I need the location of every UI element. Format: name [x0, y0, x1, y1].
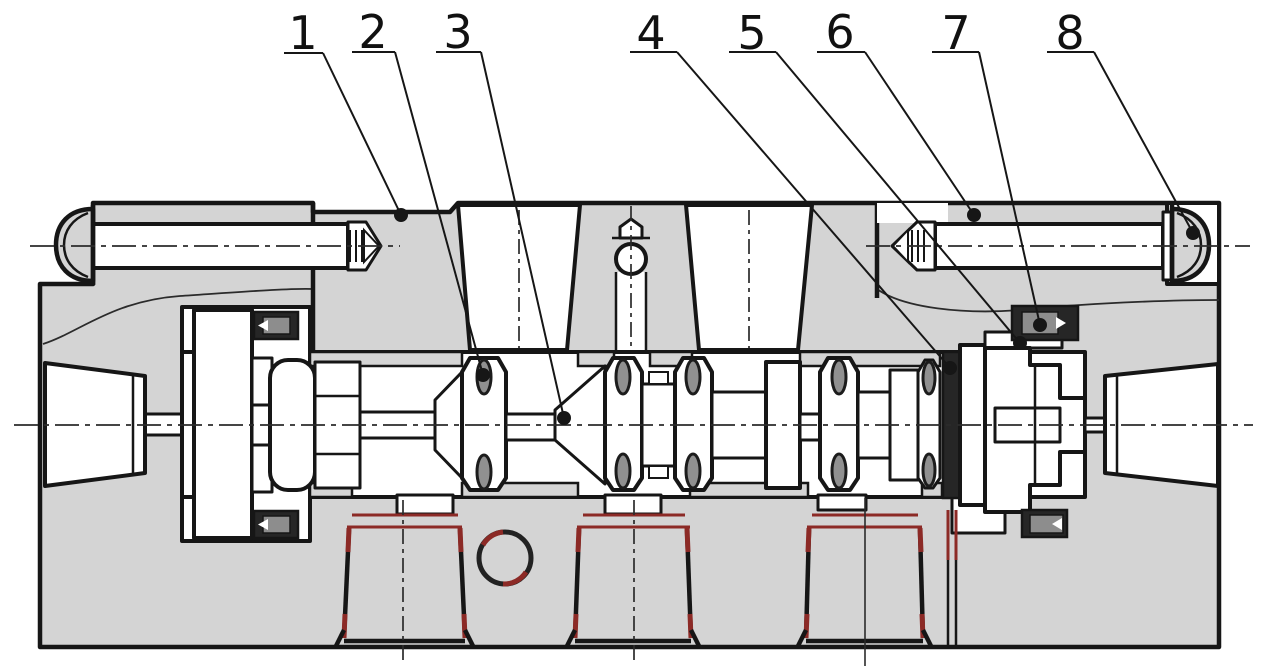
- right-bolt-head: [1169, 206, 1212, 284]
- left-bolt: [30, 205, 400, 285]
- o-ring: [921, 360, 937, 396]
- callout-number: 5: [737, 6, 766, 60]
- left-bolt-head: [53, 206, 96, 284]
- callout-number: 2: [358, 5, 387, 59]
- o-ring: [921, 452, 937, 488]
- u-cup-seal-bottom-left: [252, 509, 300, 540]
- callout-dot: [394, 208, 408, 222]
- callout-leader-line: [775, 51, 1021, 344]
- callout-7: 7: [932, 6, 1047, 332]
- callout-2: 2: [352, 5, 490, 382]
- callout-number: 7: [941, 6, 970, 60]
- callout-number: 6: [825, 5, 854, 59]
- callout-dot: [943, 361, 957, 375]
- casting-line-left: [42, 287, 314, 345]
- callout-dot: [1013, 336, 1027, 350]
- spool-land-2: [603, 356, 644, 492]
- o-ring: [684, 358, 702, 396]
- callout-number: 3: [443, 5, 472, 59]
- pilot-passage: [612, 206, 650, 364]
- callout-leader-line: [322, 52, 402, 216]
- right-bolt: [866, 201, 1250, 286]
- end-caps: [43, 361, 1220, 488]
- seals: [252, 304, 1080, 540]
- spool-land-5: [916, 358, 942, 490]
- callout-leader-line: [394, 51, 484, 376]
- callout-leader-line: [1093, 51, 1194, 234]
- u-cup-seal-bottom-right: [1020, 508, 1069, 539]
- left-end-cap: [43, 361, 147, 488]
- callout-8: 8: [1047, 6, 1200, 240]
- bottom-ports: [333, 493, 958, 666]
- callout-dot: [967, 208, 981, 222]
- callout-dot: [557, 411, 571, 425]
- spool-land-3: [673, 356, 714, 492]
- bottom-port-3: [795, 498, 934, 666]
- breather-hole: [476, 529, 534, 587]
- callout-5: 5: [729, 6, 1027, 350]
- callout-leader-line: [676, 51, 951, 369]
- spool-land-4: [818, 356, 860, 492]
- callout-number: 8: [1055, 6, 1084, 60]
- right-end-cap: [1103, 362, 1220, 488]
- callout-leader-line: [864, 51, 975, 216]
- callout-4: 4: [630, 6, 957, 375]
- bottom-port-2: [564, 500, 702, 660]
- o-ring: [830, 358, 848, 396]
- u-cup-seal-top-right: [1010, 304, 1080, 342]
- o-ring: [830, 452, 848, 490]
- callout-leader-line: [480, 51, 565, 419]
- callout-dot: [476, 368, 490, 382]
- u-cup-seal-top-left: [252, 310, 300, 341]
- callout-1: 1: [284, 6, 408, 222]
- o-ring: [614, 452, 632, 490]
- right-passage: [946, 510, 958, 645]
- callout-leader-line: [978, 51, 1041, 326]
- o-ring: [475, 453, 493, 491]
- callout-3: 3: [436, 5, 571, 425]
- o-ring: [684, 452, 702, 490]
- callout-dot: [1033, 318, 1047, 332]
- callout-number: 4: [636, 6, 665, 60]
- o-ring: [614, 358, 632, 396]
- callout-number: 1: [288, 6, 317, 60]
- callout-6: 6: [817, 5, 981, 222]
- left-piston: [192, 308, 254, 540]
- callout-dot: [1186, 226, 1200, 240]
- top-ports: [456, 203, 814, 352]
- bottom-port-1: [333, 500, 476, 660]
